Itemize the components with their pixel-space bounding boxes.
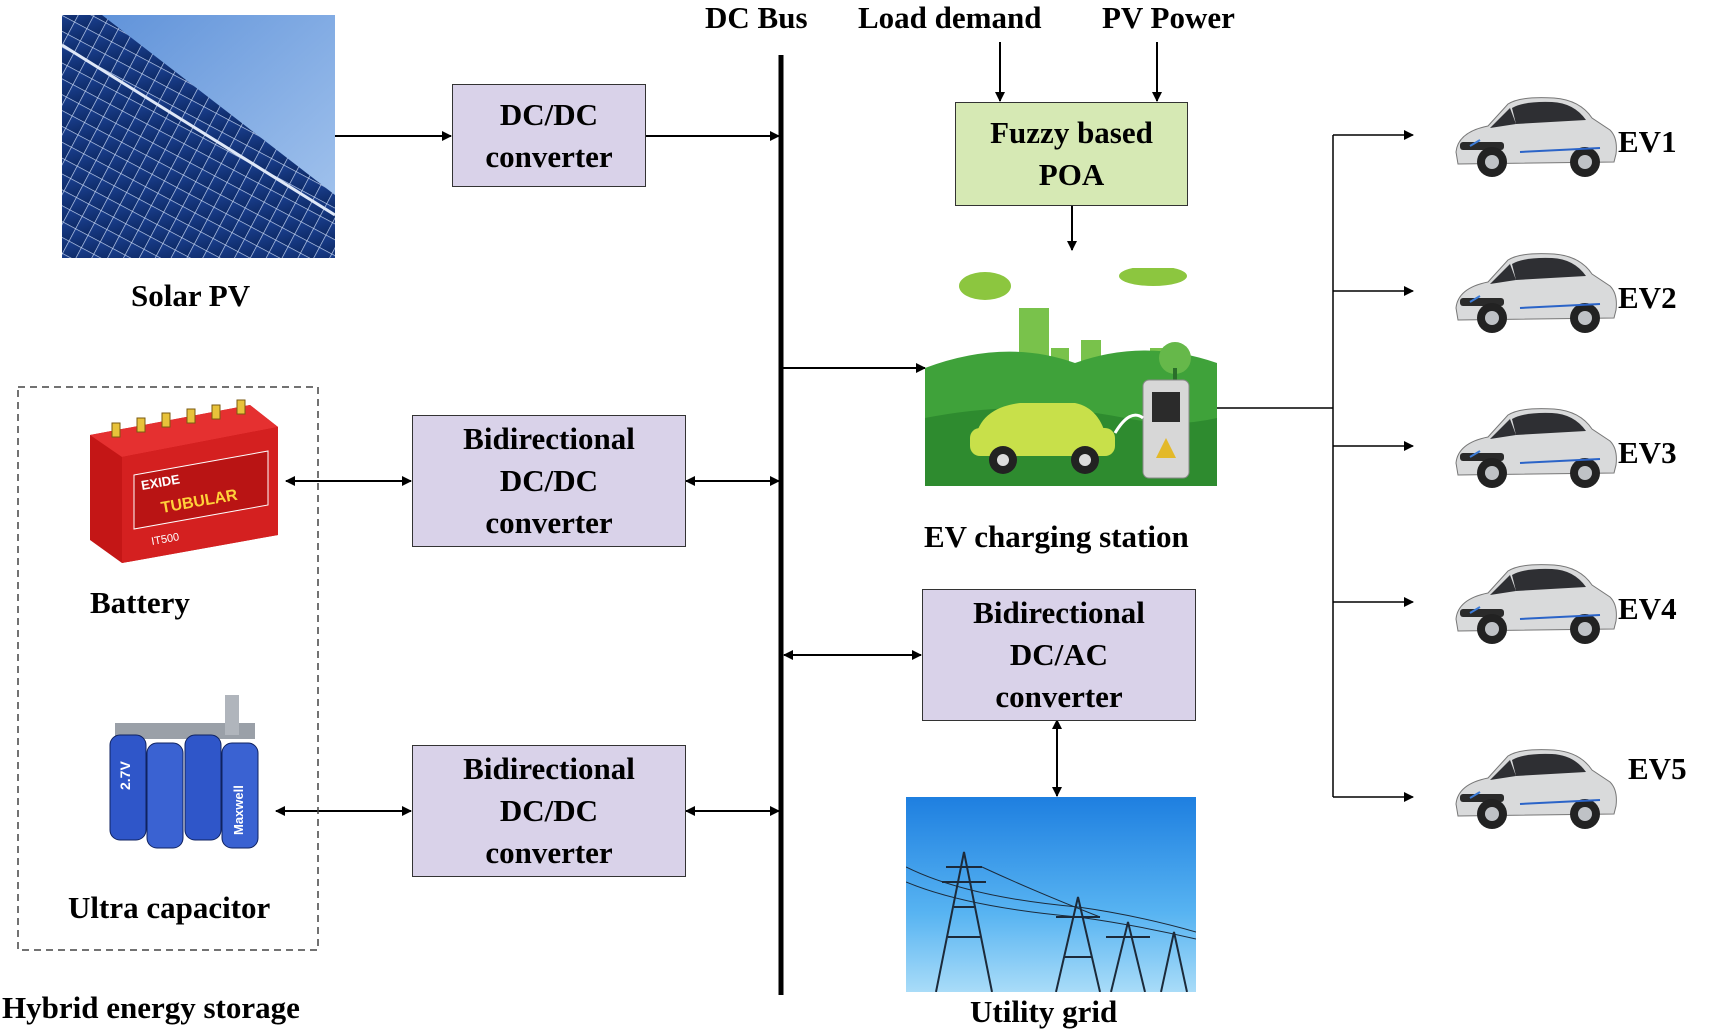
box-line: converter xyxy=(485,138,613,174)
hybrid-storage-outline xyxy=(17,386,319,951)
box-line: DC/AC xyxy=(1009,637,1109,672)
ultra-capacitor-image: 2.7V Maxwell xyxy=(109,695,259,849)
box-line: converter xyxy=(485,505,613,540)
box-line: Bidirectional xyxy=(973,595,1145,630)
ev-station-label: EV charging station xyxy=(924,519,1189,554)
grid-bidirectional-dcac-converter: Bidirectional DC/AC converter xyxy=(922,589,1196,721)
ultra-capacitor-label: Ultra capacitor xyxy=(68,890,271,925)
box-line: Bidirectional xyxy=(463,751,635,786)
box-line: Fuzzy based xyxy=(990,115,1153,150)
ev-car-icon xyxy=(1455,97,1617,177)
ev-label: EV5 xyxy=(1628,751,1687,786)
capacitor-brand-print: Maxwell xyxy=(231,785,246,835)
box-line: Bidirectional xyxy=(463,421,635,456)
ev-label: EV2 xyxy=(1618,280,1677,315)
battery-label: Battery xyxy=(90,585,190,620)
box-line: converter xyxy=(485,835,613,870)
box-line: DC/DC xyxy=(499,96,599,132)
fuzzy-poa-controller: Fuzzy based POA xyxy=(955,102,1188,206)
battery-bidirectional-dcdc-converter: Bidirectional DC/DC converter xyxy=(412,415,686,547)
ultracap-bidirectional-dcdc-converter: Bidirectional DC/DC converter xyxy=(412,745,686,877)
box-line: POA xyxy=(1038,157,1105,192)
utility-grid-image xyxy=(906,797,1196,992)
ev-car-icon xyxy=(1455,564,1617,644)
ev-car-icon xyxy=(1455,253,1617,333)
pv-dcdc-converter: DC/DC converter xyxy=(452,84,646,187)
box-line: DC/DC xyxy=(499,463,599,498)
ev-car-icon xyxy=(1455,749,1617,829)
capacitor-voltage-print: 2.7V xyxy=(117,761,133,790)
box-line: converter xyxy=(995,679,1123,714)
battery-model-print: IT500 xyxy=(150,531,180,548)
ev-car-icon xyxy=(1455,408,1617,488)
ev-charging-station-image xyxy=(925,268,1217,486)
solar-pv-label: Solar PV xyxy=(131,278,251,313)
ev-label: EV4 xyxy=(1618,591,1677,626)
solar-panel-image xyxy=(62,15,335,258)
pv-power-label: PV Power xyxy=(1102,0,1235,35)
ev-label: EV3 xyxy=(1618,435,1677,470)
load-demand-label: Load demand xyxy=(858,0,1042,35)
battery-brand-print: EXIDE xyxy=(140,471,181,493)
dc-bus-label: DC Bus xyxy=(705,0,808,35)
hybrid-storage-label: Hybrid energy storage xyxy=(2,990,300,1025)
battery-image: EXIDE TUBULAR IT500 xyxy=(90,399,278,563)
utility-grid-label: Utility grid xyxy=(970,994,1118,1029)
ev-label: EV1 xyxy=(1618,124,1677,159)
box-line: DC/DC xyxy=(499,793,599,828)
